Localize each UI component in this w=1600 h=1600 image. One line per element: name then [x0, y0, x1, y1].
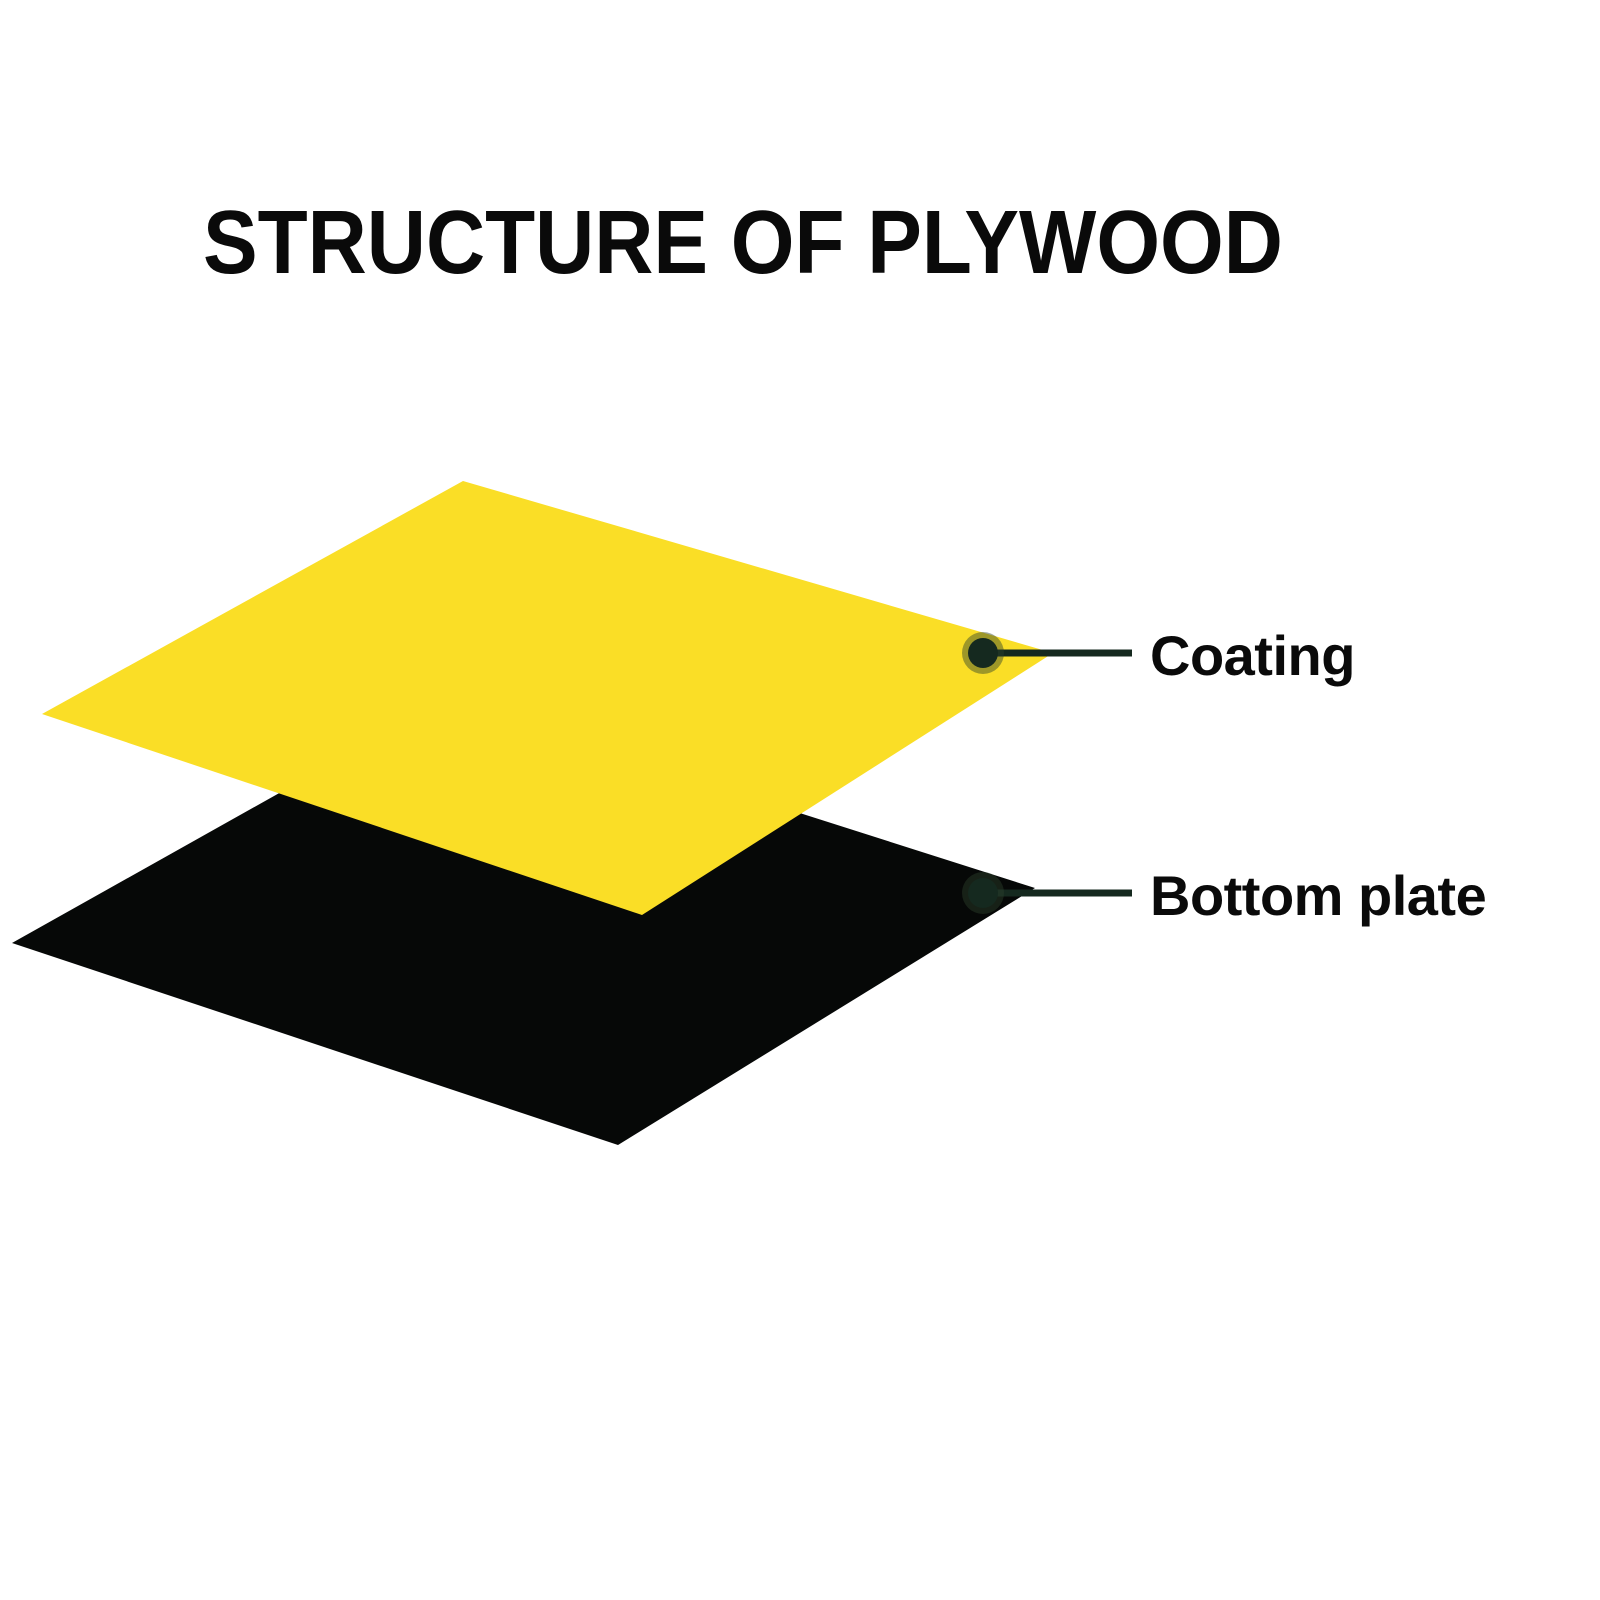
bottom-plate-callout	[962, 872, 1132, 914]
coating-callout	[962, 632, 1132, 674]
bottom-plate-callout-dot	[968, 878, 998, 908]
diagram-title: STRUCTURE OF PLYWOOD	[203, 193, 1283, 293]
coating-layer	[42, 481, 1053, 915]
coating-callout-dot	[968, 638, 998, 668]
bottom-plate-label: Bottom plate	[1150, 864, 1487, 927]
coating-label: Coating	[1150, 624, 1355, 687]
